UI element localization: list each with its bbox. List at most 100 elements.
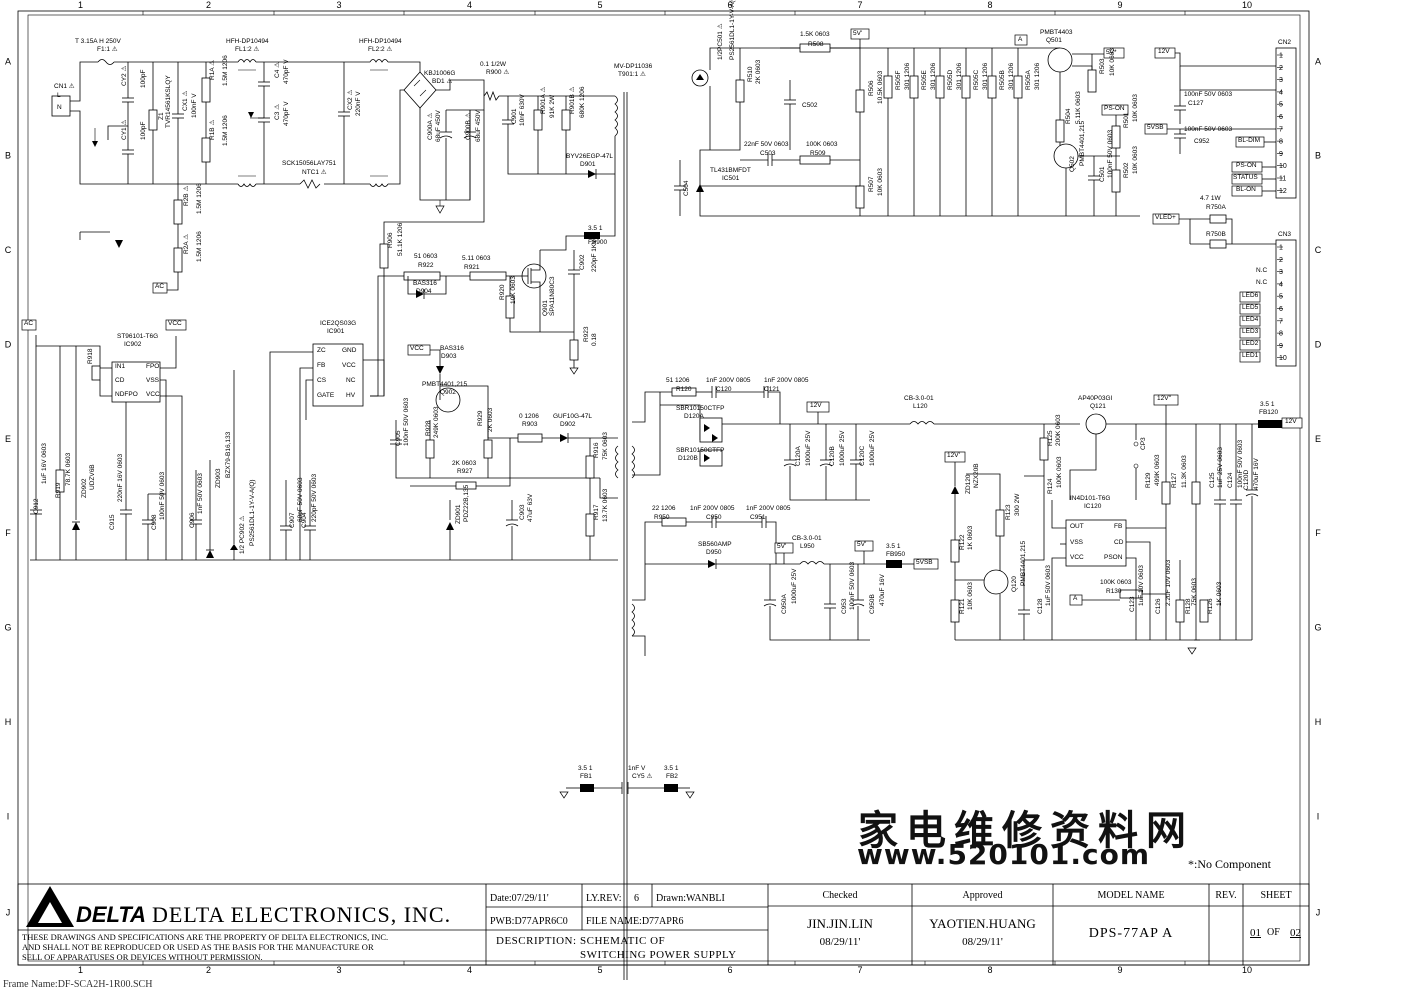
label-r503v: 10K 0603 [1109, 48, 1116, 76]
label-r750ab: R750A [1206, 204, 1226, 211]
label-t901b: T901:1 ⚠ [618, 71, 646, 78]
label-c952: 100nF 50V 0603 [1184, 126, 1233, 133]
label-r129: R129 [1145, 472, 1152, 488]
grid-col-1: 1 [78, 965, 83, 975]
label-r505bv: 301 1206 [1008, 62, 1015, 90]
label-r901b: R901B ⚠ [569, 86, 576, 114]
label-r505cv: 301 1206 [982, 62, 989, 90]
label-r507: R507 [868, 176, 875, 192]
secondary-12v-section [631, 386, 1303, 655]
grid-col-3: 3 [336, 965, 341, 975]
label-ic902p1: IN1 [115, 363, 126, 370]
label-c123v: 1uF 10V 0603 [1138, 565, 1145, 606]
label-d904: BAS316 [413, 280, 437, 287]
label-c126: C126 [1155, 598, 1162, 614]
label-ic902p5: VSS [146, 377, 160, 384]
label-nc2: N.C [1256, 279, 1268, 286]
label-v5d: 5V' [857, 541, 867, 548]
label-r505fv: 301 1206 [904, 62, 911, 90]
label-c501v: 100nF 50V 0603 [1107, 129, 1114, 178]
label-c953: C953 [841, 598, 848, 614]
label-ic901p5: GND [342, 347, 357, 354]
label-c908v: 100nF 50V 0603 [159, 471, 166, 520]
label-q120v: PMBT4401,215 [1020, 540, 1027, 586]
label-c902v: 220pF 1KV K [591, 233, 598, 272]
label-ic901p6: VCC [342, 362, 356, 369]
label-ic902p2: CD [115, 377, 125, 384]
label-r127v: 11.3K 0603 [1181, 455, 1188, 488]
label-r920: R920 [499, 284, 506, 300]
primary-controller-section [21, 110, 619, 561]
label-r502v: 10K 0603 [1132, 146, 1139, 174]
label-r927: 2K 0603 [452, 460, 477, 467]
label-c501: C501 [1099, 166, 1106, 182]
label-zd902: ZD902 [81, 478, 88, 498]
label-fb120: 3.5 1 [1260, 401, 1275, 408]
label-f1: T 3.15A H 250V [75, 38, 121, 45]
label-v12b: 12V [810, 402, 822, 409]
checked-name: JIN.JIN.LIN [807, 916, 873, 931]
label-zd902v: UDZV6B [89, 464, 96, 490]
drawn-field: Drawn:WANBLI [656, 893, 725, 904]
label-led6: LED6 [1242, 292, 1259, 299]
label-c908: C908 [151, 514, 158, 530]
cn3pins-pin-3: 3 [1279, 269, 1283, 276]
label-ntcb: NTC1 ⚠ [302, 169, 327, 176]
label-r901av: 91K 2W [549, 94, 556, 118]
cn3pins-pin-5: 5 [1279, 294, 1283, 301]
label-cx2: CX2 ⚠ [347, 89, 354, 110]
label-ic901p1: ZC [317, 347, 326, 354]
label-c120av: 1000uF 25V [805, 430, 812, 466]
grid-col-2: 2 [206, 0, 211, 10]
sheet-of-label: OF [1267, 927, 1280, 938]
label-d120bb: D120B [678, 455, 698, 462]
label-c503b: C503 [760, 150, 776, 157]
label-cy5b: CY5 ⚠ [632, 773, 653, 780]
label-r903b: R903 [522, 421, 538, 428]
label-q901v: SPA11N80C3 [549, 276, 556, 316]
frame-name: Frame Name:DF-SCA2H-1R00.SCH [3, 979, 153, 990]
label-c950b: C950 [706, 514, 722, 521]
label-r2a: R2A ⚠ [183, 234, 190, 254]
label-r124v: 100K 0603 [1056, 456, 1063, 488]
label-r505a: R505A [1025, 70, 1032, 90]
grid-row-J: J [6, 908, 11, 918]
label-r126v: 1K 0603 [1216, 581, 1223, 606]
label-c900a: C900A ⚠ [427, 112, 434, 140]
label-aTag: A [1018, 36, 1023, 43]
label-q502v: PMBT4401,215 [1079, 120, 1086, 166]
label-zd120: ZD120 [965, 474, 972, 494]
label-fb2b: FB2 [666, 773, 678, 780]
label-cn1n: N [57, 104, 62, 111]
grid-col-8: 8 [987, 965, 992, 975]
label-c907: C907 [289, 512, 296, 528]
cn3pins-pin-9: 9 [1279, 343, 1283, 350]
label-r1b: R1B ⚠ [209, 119, 216, 140]
approved-name: YAOTIEN.HUANG [929, 916, 1036, 931]
label-c950av: 1000uF 25V [791, 568, 798, 604]
ly-rev-label: LY.REV: [586, 893, 622, 904]
model-label: MODEL NAME [1097, 890, 1165, 901]
mosfet-q121 [1085, 413, 1107, 435]
label-c120bc: C120B [829, 446, 836, 466]
label-c904v: 220pF 50V 0603 [311, 473, 318, 522]
grid-row-I: I [1317, 812, 1320, 822]
label-r906v: 51.1K 1206 [397, 222, 404, 256]
grid-col-6: 6 [727, 0, 732, 10]
label-r509b: R509 [810, 150, 826, 157]
label-l120: CB-3.0-01 [904, 395, 934, 402]
label-fl2: HFH-DP10494 [359, 38, 402, 45]
grid-row-I: I [7, 812, 10, 822]
label-fl1b: FL1:2 ⚠ [235, 46, 260, 53]
transformer-primary [614, 95, 618, 137]
cn3pins-pin-4: 4 [1279, 281, 1283, 288]
label-r928v: 249K 0603 [433, 406, 440, 438]
emi-ground-link [559, 782, 695, 799]
label-r920v: 10K 0603 [510, 276, 517, 304]
label-r900b: R900 ⚠ [486, 69, 510, 76]
label-q902b: Q902 [440, 389, 456, 396]
label-r510v: 2K 0603 [755, 59, 762, 84]
ly-rev-value: 6 [634, 893, 639, 904]
label-ac2: AC [155, 283, 165, 290]
